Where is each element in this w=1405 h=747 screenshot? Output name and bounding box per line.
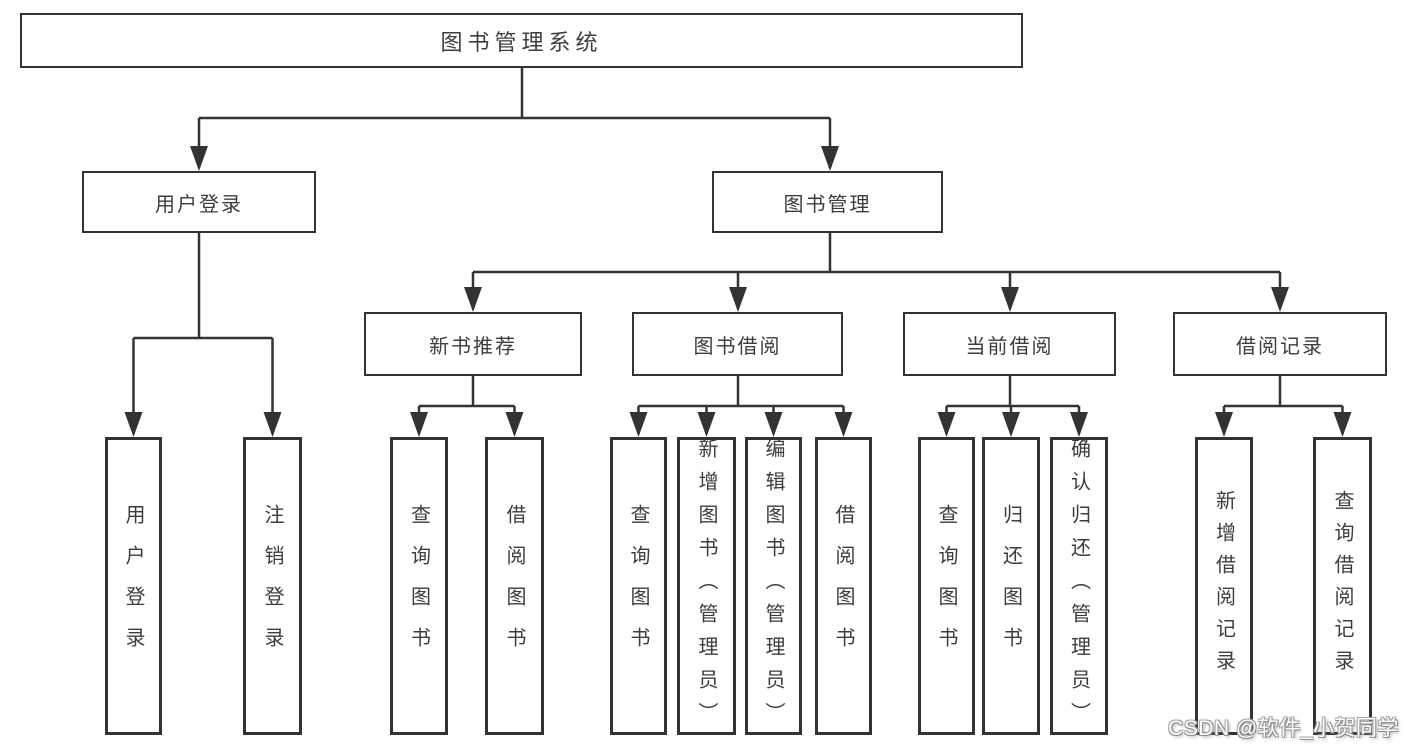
node-label: 借阅记录 [1236,335,1324,358]
node-label: 查询借阅记录 [1331,490,1353,682]
leaf-return-books: 归还图书 [982,437,1040,735]
leaf-add-borrow-record: 新增借阅记录 [1195,437,1253,735]
node-user-login: 用户登录 [82,171,316,233]
node-label: 查询图书 [935,504,957,668]
arrowhead [1070,412,1088,437]
node-book-borrow: 图书借阅 [632,312,843,376]
node-label: 编辑图书（管理员） [762,437,784,735]
node-borrow-record: 借阅记录 [1173,312,1387,376]
node-label: 借阅图书 [503,504,525,668]
leaf-query-books-current: 查询图书 [918,437,975,735]
arrowhead [821,146,839,171]
leaf-logout: 注销登录 [243,437,302,735]
arrowhead [629,412,648,437]
connector-borrow-record-children [1222,376,1344,434]
node-label: 借阅图书 [832,504,854,668]
leaf-borrow-books: 借阅图书 [815,437,872,735]
node-label: 图书管理系统 [440,29,603,55]
node-label: 图书管理 [783,193,872,216]
node-label: 查询图书 [627,504,649,668]
node-label: 查询图书 [407,504,430,668]
arrowhead [834,412,853,437]
arrowhead [464,287,482,312]
arrowhead [764,412,783,437]
arrowhead [1002,412,1020,437]
node-label: 确认归还（管理员） [1067,437,1090,735]
arrowhead [124,412,143,437]
node-label: 图书借阅 [693,335,782,358]
node-label: 注销登录 [261,504,283,668]
leaf-edit-books-admin: 编辑图书（管理员） [745,437,802,735]
node-label: 用户登录 [155,193,243,216]
connector-new-book-children [417,376,516,434]
leaf-query-books-borrow: 查询图书 [610,437,667,735]
arrowhead [1333,412,1352,437]
arrowhead [937,412,956,437]
connector-root-to-level2 [197,68,832,168]
leaf-borrow-books-recommend: 借阅图书 [485,437,544,735]
leaf-confirm-return-admin: 确认归还（管理员） [1050,437,1108,735]
arrowhead [1001,287,1019,312]
node-label: 新增图书（管理员） [695,437,717,735]
leaf-query-borrow-record: 查询借阅记录 [1313,437,1372,735]
connector-user-login-children [132,233,274,434]
arrowhead [729,287,747,312]
leaf-user-login: 用户登录 [105,437,162,735]
arrowhead [1215,412,1233,437]
arrowhead [263,412,282,437]
node-new-book-recommend: 新书推荐 [364,312,582,376]
node-label: 当前借阅 [965,335,1054,358]
connector-book-management-children [471,233,1282,309]
arrowhead [1271,287,1289,312]
leaf-query-books-recommend: 查询图书 [390,437,448,735]
node-current-borrow: 当前借阅 [903,312,1116,376]
node-label: 用户登录 [122,504,144,668]
node-label: 新书推荐 [429,335,517,358]
leaf-add-books-admin: 新增图书（管理员） [677,437,736,735]
arrowhead [190,146,208,171]
connector-current-borrow-children [945,376,1081,434]
arrowhead [505,412,524,437]
connector-book-borrow-children [637,376,845,434]
arrowhead [697,412,716,437]
csdn-watermark: CSDN @软件_小贺同学 [1168,717,1399,740]
arrowhead [410,412,428,437]
node-label: 归还图书 [999,504,1022,668]
node-library-management-system: 图书管理系统 [20,13,1023,68]
node-label: 新增借阅记录 [1212,490,1235,682]
node-book-management: 图书管理 [712,171,943,233]
